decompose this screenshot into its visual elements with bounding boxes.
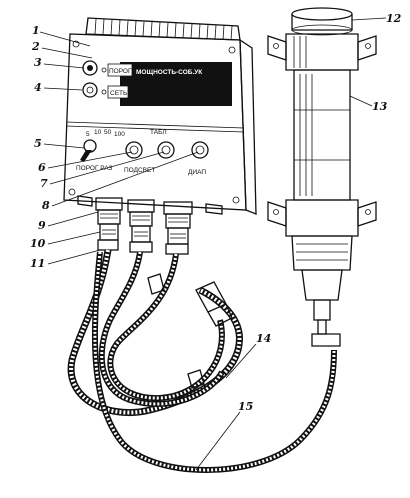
cable-bundle bbox=[67, 249, 243, 417]
callout-6: 6 bbox=[38, 161, 46, 174]
callout-4: 4 bbox=[34, 81, 42, 94]
callout-labels: 1 2 3 4 5 6 7 8 9 10 11 12 13 14 15 bbox=[30, 12, 402, 413]
callout-10: 10 bbox=[30, 237, 46, 250]
callout-13: 13 bbox=[372, 100, 388, 113]
porog-scale-label: ПОРОГ РАЗ bbox=[76, 165, 112, 172]
podsvet-label: ПОДСВЕТ bbox=[124, 167, 155, 174]
set-label: СЕТЬ bbox=[110, 90, 127, 97]
callout-2: 2 bbox=[31, 40, 40, 53]
sensor-probe bbox=[267, 7, 377, 347]
callout-3: 3 bbox=[34, 56, 42, 69]
long-cable bbox=[91, 251, 337, 473]
scale-tick-50: 50 bbox=[104, 129, 112, 136]
callout-15: 15 bbox=[238, 400, 253, 413]
callout-1: 1 bbox=[32, 24, 40, 37]
connectors bbox=[95, 197, 193, 255]
leader-lines bbox=[39, 17, 387, 471]
callout-12: 12 bbox=[386, 12, 402, 25]
range-label: ДИАП bbox=[188, 169, 206, 176]
callout-7: 7 bbox=[40, 177, 48, 190]
callout-14: 14 bbox=[256, 332, 271, 345]
scale-tick-5: 5 bbox=[86, 131, 90, 138]
callout-8: 8 bbox=[42, 199, 50, 212]
tabl-label: ТАБЛ bbox=[150, 129, 167, 136]
porog-label: ПОРОГ bbox=[109, 68, 132, 75]
scale-tick-100: 100 bbox=[114, 131, 125, 138]
callout-5: 5 bbox=[34, 137, 42, 150]
power-label: МОЩНОСТЬ-СОБ.УК bbox=[136, 69, 202, 76]
callout-9: 9 bbox=[38, 219, 46, 232]
scale-tick-10: 10 bbox=[94, 129, 102, 136]
callout-11: 11 bbox=[30, 257, 45, 270]
control-box: ПОРОГ МОЩНОСТЬ-СОБ.УК СЕТЬ 5 10 50 100 П… bbox=[63, 17, 257, 215]
